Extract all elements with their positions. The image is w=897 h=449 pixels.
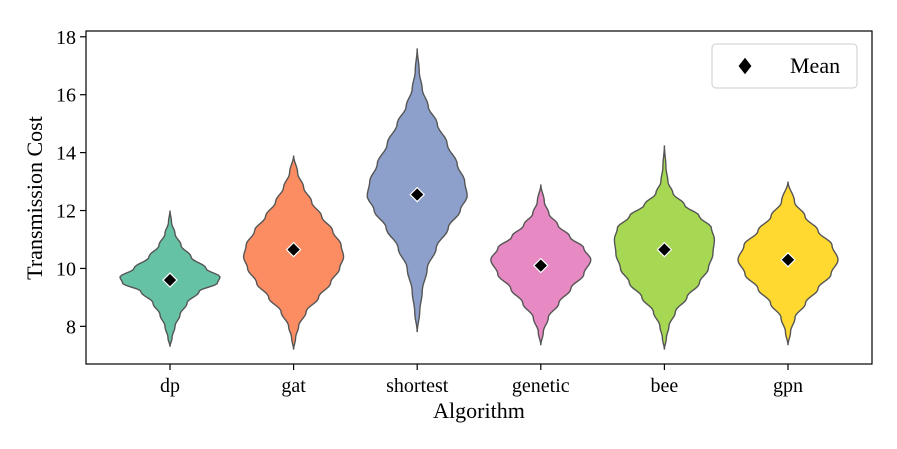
x-tick-label-dp: dp	[160, 375, 180, 397]
mean-marker-gpn	[780, 251, 796, 268]
x-tick-label-genetic: genetic	[512, 375, 570, 397]
x-tick-label-gat: gat	[281, 375, 306, 397]
mean-marker-genetic	[532, 257, 549, 274]
mean-marker-shortest	[409, 186, 426, 203]
legend-box	[711, 43, 858, 89]
x-axis-label: Algorithm	[433, 398, 525, 423]
plot-frame	[85, 30, 873, 365]
x-tick-label-gpn: gpn	[773, 375, 803, 397]
y-axis-label: Transmission Cost	[22, 116, 47, 280]
y-tick-label-12: 12	[56, 201, 76, 223]
legend-mean-label: Mean	[790, 53, 840, 78]
legend-mean-marker	[737, 56, 753, 76]
plot-content	[119, 48, 839, 350]
mean-marker-bee	[656, 241, 673, 258]
x-tick-label-bee: bee	[651, 375, 679, 397]
x-axis: dp gat shortest genetic bee gpn	[160, 364, 803, 397]
y-tick-label-18: 18	[56, 27, 76, 49]
y-axis: 8 10 12 14 16 18	[56, 27, 86, 338]
mean-marker-dp	[162, 272, 178, 288]
y-tick-label-14: 14	[56, 143, 76, 165]
legend: Mean	[711, 43, 858, 89]
y-tick-label-10: 10	[56, 258, 76, 280]
y-tick-label-16: 16	[56, 85, 76, 107]
x-tick-label-shortest: shortest	[386, 375, 449, 397]
y-tick-label-8: 8	[66, 316, 76, 338]
mean-marker-gat	[285, 241, 302, 258]
